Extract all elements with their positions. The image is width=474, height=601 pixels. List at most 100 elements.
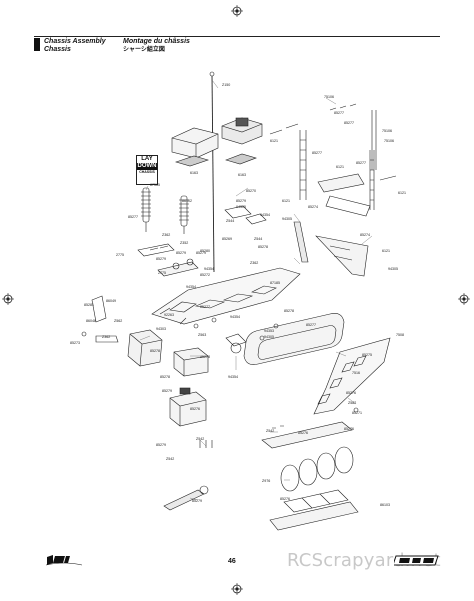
label-6121-e: 6121 bbox=[382, 249, 390, 253]
up-racer-logo-icon bbox=[394, 555, 439, 566]
label-94305-d: 94305 bbox=[264, 335, 274, 339]
label-86049: 86049 bbox=[106, 299, 116, 303]
label-75106-b: 75106 bbox=[382, 129, 392, 133]
label-z562: Z562 bbox=[114, 319, 122, 323]
label-85275: 85275 bbox=[362, 353, 372, 357]
label-85279-c: 85279 bbox=[156, 257, 166, 261]
title-japanese: シャーシ組立図 bbox=[123, 47, 165, 53]
label-85279-f: 85279 bbox=[156, 443, 166, 447]
label-z542-a: Z542 bbox=[266, 429, 274, 433]
title-english: Chassis Assembly bbox=[44, 38, 106, 45]
badge-line-3: CHASSIS bbox=[139, 170, 155, 174]
label-86102: 86102 bbox=[182, 199, 192, 203]
header-rule bbox=[34, 36, 440, 37]
label-7508: 7508 bbox=[396, 333, 404, 337]
label-z544-a: Z544 bbox=[226, 219, 234, 223]
label-94353: 94353 bbox=[264, 329, 274, 333]
label-86048: 86048 bbox=[86, 319, 96, 323]
label-85279-b: 85279 bbox=[196, 251, 206, 255]
label-85276-e: 85276 bbox=[190, 407, 200, 411]
label-94305-a: 94305 bbox=[236, 205, 246, 209]
label-85276-b: 85276 bbox=[346, 391, 356, 395]
hpi-logo-icon bbox=[46, 555, 82, 566]
label-85274-a: 85274 bbox=[308, 205, 318, 209]
label-85276-d: 85276 bbox=[280, 497, 290, 501]
label-75106-a: 75106 bbox=[324, 95, 334, 99]
label-85278-d: 85278 bbox=[284, 309, 294, 313]
title-german: Chassis bbox=[44, 46, 71, 53]
label-94354-c: 94354 bbox=[186, 285, 196, 289]
label-85277-e: 85277 bbox=[128, 215, 138, 219]
label-85277-c: 85277 bbox=[312, 151, 322, 155]
label-85276-c: 85276 bbox=[344, 427, 354, 431]
badge-line-2: DOWN bbox=[137, 163, 157, 170]
label-85278-e: 85278 bbox=[200, 355, 210, 359]
lay-down-chassis-badge: LAY DOWN CHASSIS bbox=[136, 155, 158, 185]
label-86103: 86103 bbox=[380, 503, 390, 507]
label-85278-b: 85278 bbox=[160, 375, 170, 379]
label-85274-b: 85274 bbox=[360, 233, 370, 237]
label-85279-d: 85279 bbox=[176, 251, 186, 255]
label-94303: 94303 bbox=[156, 327, 166, 331]
label-85277-g: 85277 bbox=[306, 323, 316, 327]
label-2775-a: 2775 bbox=[116, 253, 124, 257]
label-z563: Z563 bbox=[198, 333, 206, 337]
label-85279-g: 85279 bbox=[192, 499, 202, 503]
label-92263: 92263 bbox=[164, 313, 174, 317]
label-z362-a: Z362 bbox=[162, 233, 170, 237]
label-z582: Z582 bbox=[348, 401, 356, 405]
label-85278-a: 85278 bbox=[258, 245, 268, 249]
label-85281: 85281 bbox=[84, 303, 94, 307]
page-number: 46 bbox=[228, 558, 236, 565]
label-7516: 7516 bbox=[352, 371, 360, 375]
label-75106-c: 75106 bbox=[384, 139, 394, 143]
label-85271: 85271 bbox=[352, 411, 362, 415]
label-85277-f: 85277 bbox=[200, 305, 210, 309]
registration-mark-icon bbox=[231, 5, 243, 17]
label-85279-a: 85279 bbox=[236, 199, 246, 203]
label-6121-b: 6121 bbox=[336, 165, 344, 169]
label-z976: Z976 bbox=[262, 479, 270, 483]
registration-mark-icon bbox=[2, 293, 14, 305]
label-z542-b: Z542 bbox=[196, 437, 204, 441]
badge-line-1: LAY bbox=[141, 156, 153, 162]
label-85277-a: 85277 bbox=[334, 111, 344, 115]
label-94354-b: 94354 bbox=[204, 267, 214, 271]
label-94354-a: 94354 bbox=[260, 213, 270, 217]
label-94305-b: 94305 bbox=[282, 217, 292, 221]
label-87565: 87565 bbox=[150, 183, 160, 187]
label-85269: 85269 bbox=[222, 237, 232, 241]
label-6121-a: 6121 bbox=[270, 139, 278, 143]
label-6163-b: 6163 bbox=[238, 173, 246, 177]
label-94354-e: 94354 bbox=[228, 375, 238, 379]
label-6121-d: 6121 bbox=[282, 199, 290, 203]
label-85270: 85270 bbox=[246, 189, 256, 193]
label-85272: 85272 bbox=[200, 273, 210, 277]
label-85280: 85280 bbox=[200, 249, 210, 253]
registration-mark-icon bbox=[231, 583, 243, 595]
watermark-text: RCScrapyard.net bbox=[287, 550, 441, 571]
label-85273: 85273 bbox=[70, 341, 80, 345]
registration-mark-icon bbox=[458, 293, 470, 305]
label-z544-b: Z544 bbox=[254, 237, 262, 241]
label-94305-c: 94305 bbox=[388, 267, 398, 271]
label-2775-b: 2775 bbox=[158, 271, 166, 275]
title-french: Montage du châssis bbox=[123, 38, 190, 45]
header-marker bbox=[34, 38, 40, 51]
label-z352: Z352 bbox=[180, 241, 188, 245]
label-85278-c: 85278 bbox=[150, 349, 160, 353]
label-85279-e: 85279 bbox=[162, 389, 172, 393]
label-6121-c: 6121 bbox=[398, 191, 406, 195]
label-85277-b: 85277 bbox=[344, 121, 354, 125]
label-z150: Z150 bbox=[222, 83, 230, 87]
label-z362-c: Z362 bbox=[102, 335, 110, 339]
label-85276-a: 85276 bbox=[298, 431, 308, 435]
label-6163-a: 6163 bbox=[190, 171, 198, 175]
label-z362-b: Z362 bbox=[250, 261, 258, 265]
label-87185: 87185 bbox=[270, 281, 280, 285]
label-z542-c: Z542 bbox=[166, 457, 174, 461]
label-94354-d: 94354 bbox=[230, 315, 240, 319]
label-85277-d: 85277 bbox=[356, 161, 366, 165]
